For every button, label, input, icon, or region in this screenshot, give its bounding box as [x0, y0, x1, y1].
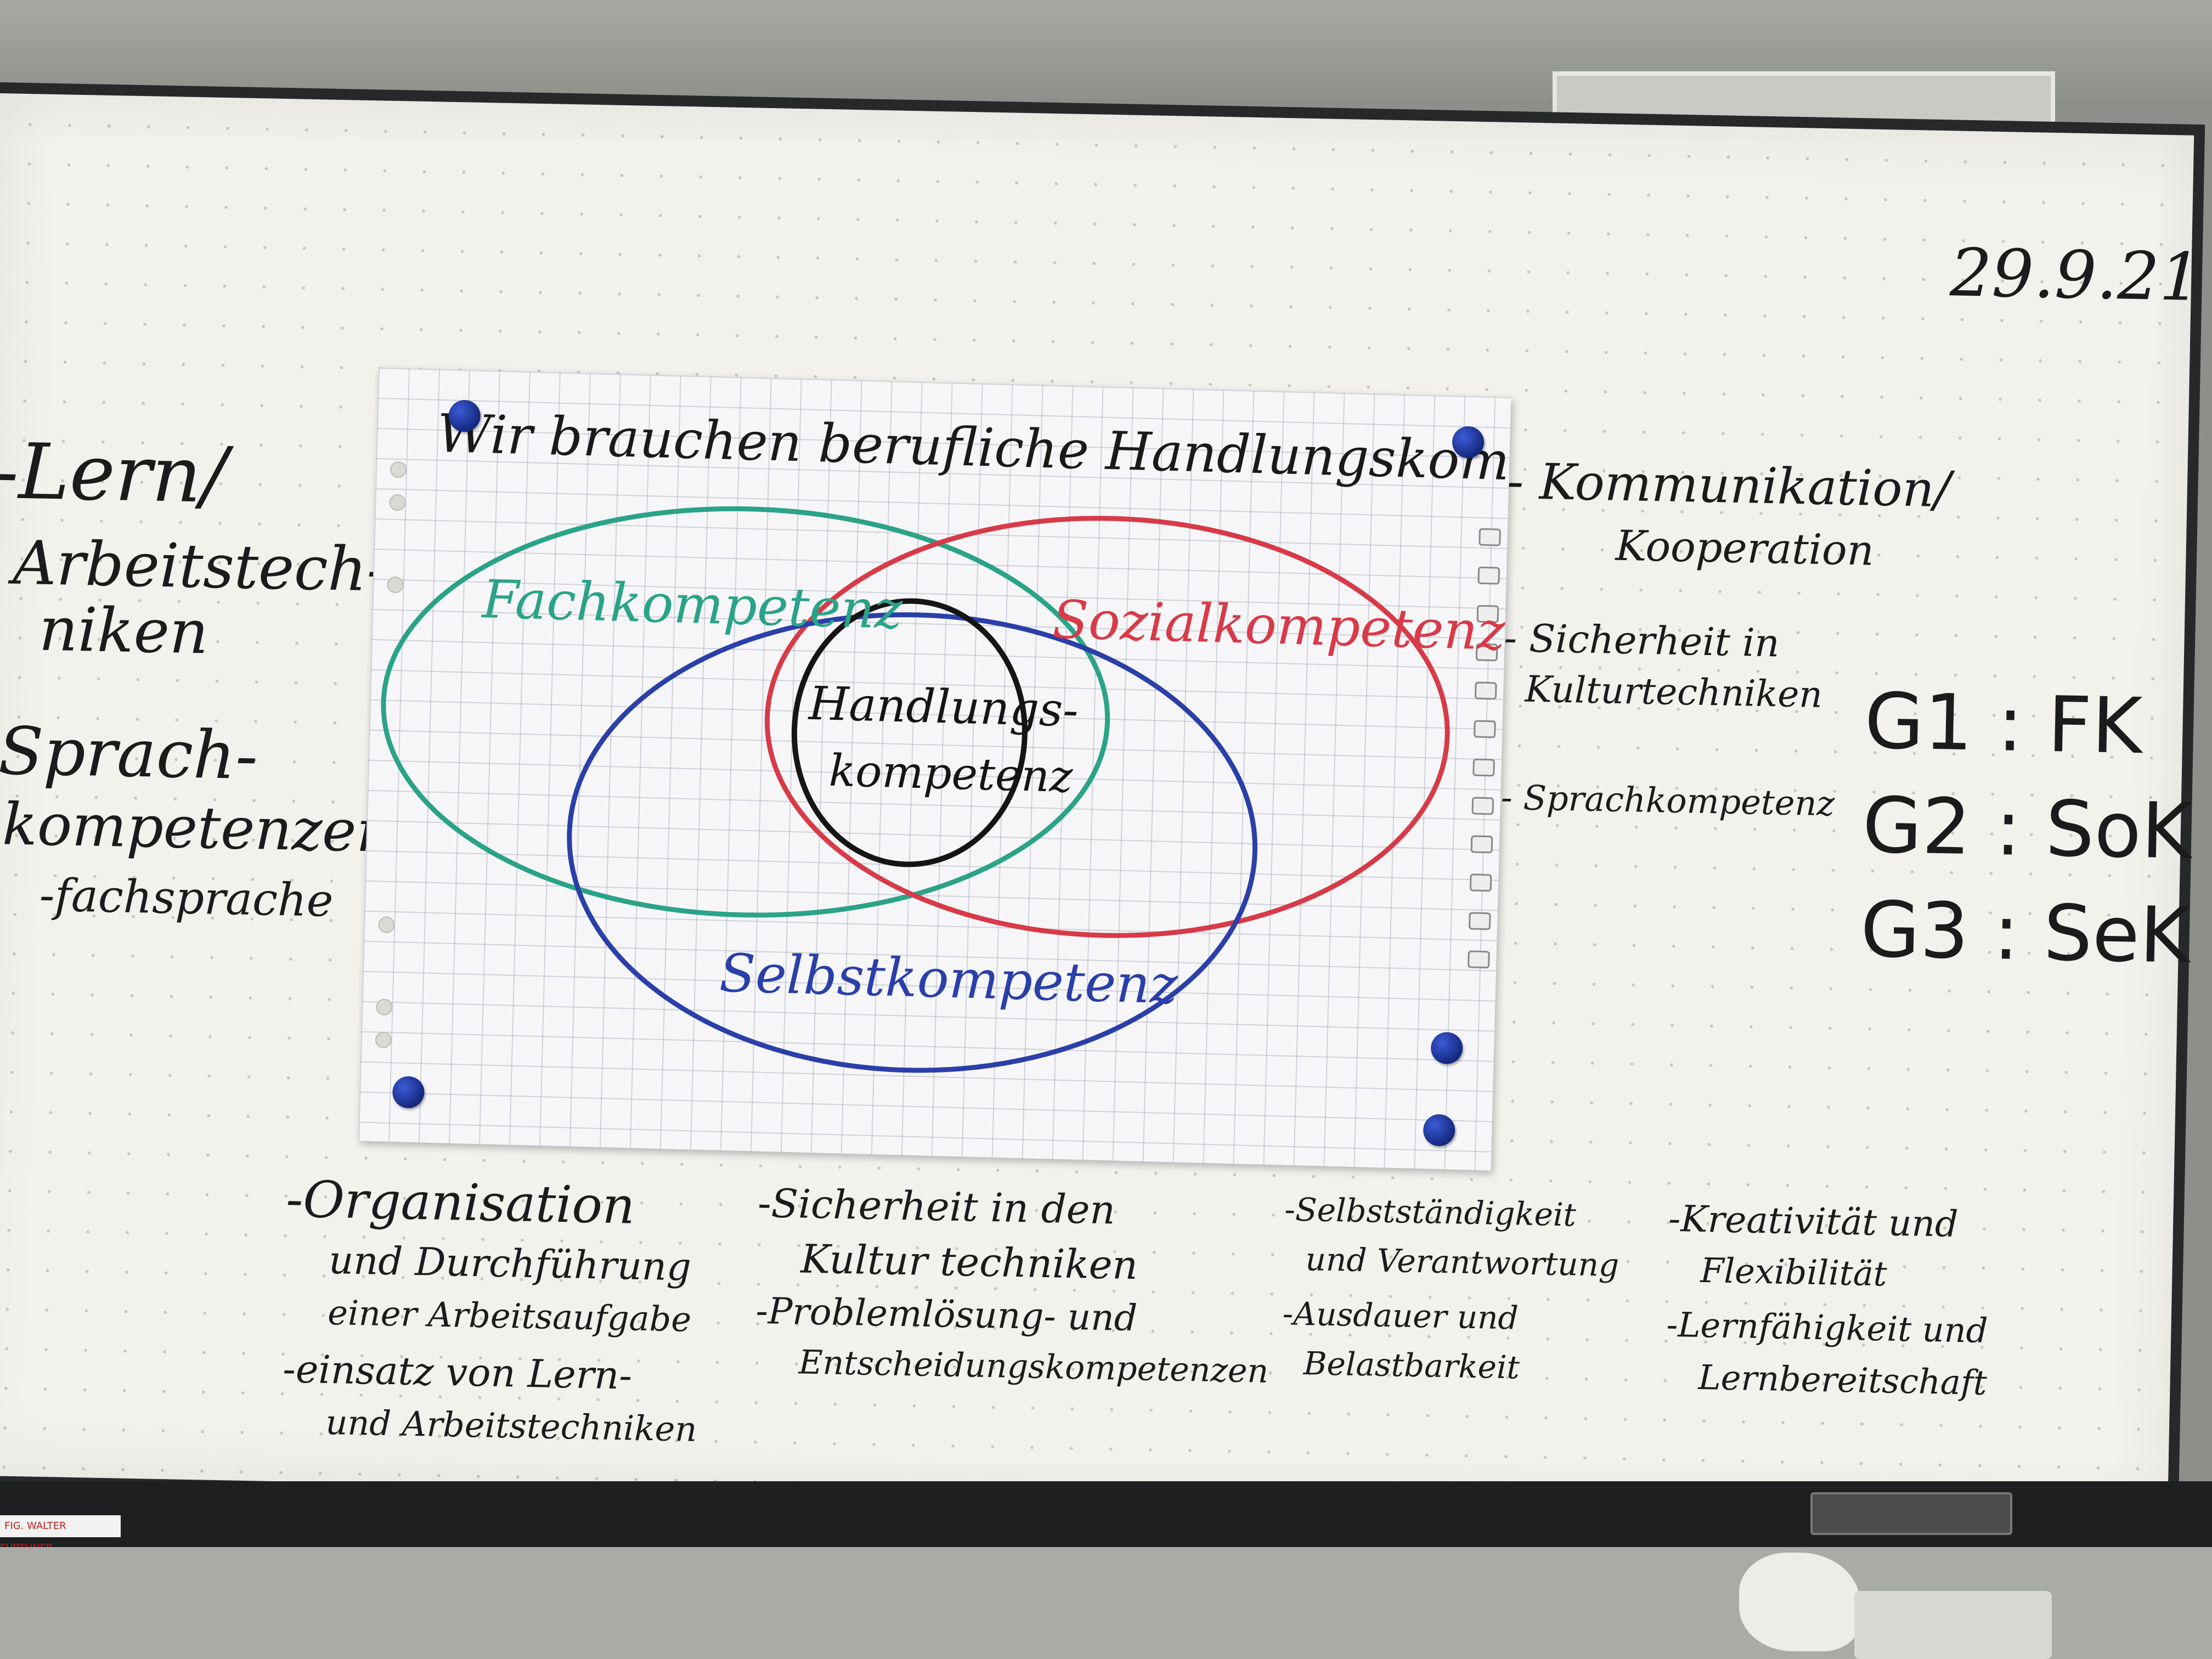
brand-label: FIG. WALTER FURTHNER	[0, 1515, 121, 1554]
bottom-col3-2: und Verantwortung	[1305, 1240, 1620, 1284]
label-selbstkompetenz: Selbstkompetenz	[719, 943, 1180, 1016]
bottom-col2-1: -Sicherheit in den	[757, 1180, 1116, 1233]
group-1: G1 : FK	[1864, 676, 2143, 772]
bottom-col2-2: Kultur techniken	[800, 1235, 1138, 1289]
bottom-col1-2: und Durchführung	[328, 1237, 692, 1290]
bottom-col4-1: -Kreativität und	[1668, 1197, 1959, 1245]
bottom-col1-3: einer Arbeitsaufgabe	[327, 1292, 692, 1340]
bottom-col2-4: Entscheidungskompetenzen	[798, 1343, 1269, 1391]
fachkompetenz-ellipse	[381, 506, 1110, 918]
right-note-1b: Kooperation	[1615, 521, 1875, 575]
group-2: G2 : SoK	[1861, 781, 2193, 877]
marker-holder	[1854, 1591, 2052, 1659]
left-note-3: niken	[38, 594, 210, 668]
flipchart-poster: Wir brauchen berufliche Handlungskompete…	[358, 368, 1511, 1171]
bottom-col1-5: und Arbeitstechniken	[325, 1402, 698, 1449]
right-note-1a: - Kommunikation/	[1506, 452, 1951, 519]
label-handlungskompetenz-1: Handlungs-	[807, 676, 1079, 737]
handlungskompetenz-circle	[791, 598, 1028, 867]
left-note-1: -Lern/	[0, 426, 228, 521]
bottom-col4-2: Flexibilität	[1700, 1250, 1888, 1294]
right-note-2a: - Sicherheit in	[1503, 615, 1780, 666]
bottom-col3-1: -Selbstständigkeit	[1284, 1190, 1577, 1234]
bottom-col4-4: Lernbereitschaft	[1697, 1357, 1988, 1403]
group-3: G3 : SeK	[1859, 885, 2191, 981]
label-sozialkompetenz: Sozialkompetenz	[1052, 589, 1507, 662]
venn-diagram: Wir brauchen berufliche Handlungskompete…	[381, 403, 1511, 1073]
right-note-3: - Sprachkompetenz	[1500, 777, 1835, 824]
bottom-col3-4: Belastbarkeit	[1303, 1345, 1520, 1386]
label-fachkompetenz: Fachkompetenz	[481, 568, 904, 641]
board-eraser[interactable]	[1810, 1492, 2012, 1535]
bottom-col2-3: -Problemlösung- und	[755, 1289, 1138, 1340]
sozialkompetenz-ellipse	[764, 516, 1450, 938]
right-note-2b: Kulturtechniken	[1524, 668, 1823, 716]
selbstkompetenz-ellipse	[567, 612, 1258, 1073]
left-note-2: Arbeitstech-	[12, 527, 388, 605]
left-note-4: Sprach-	[0, 713, 259, 795]
bottom-col1-4: -einsatz von Lern-	[282, 1346, 633, 1398]
label-handlungskompetenz-2: kompetenz	[828, 745, 1074, 803]
left-note-5: kompetenzen	[2, 791, 394, 866]
date-note: 29.9.21	[1949, 235, 2202, 317]
bottom-col4-3: -Lernfähigkeit und	[1666, 1304, 1989, 1351]
bottom-col1-1: -Organisation	[285, 1170, 636, 1235]
left-note-6: -fachsprache	[39, 869, 334, 927]
poster-title: Wir brauchen berufliche Handlungskompete…	[436, 403, 1511, 497]
cleaning-cloth	[1739, 1553, 1860, 1651]
bottom-col3-3: -Ausdauer und	[1282, 1295, 1519, 1337]
